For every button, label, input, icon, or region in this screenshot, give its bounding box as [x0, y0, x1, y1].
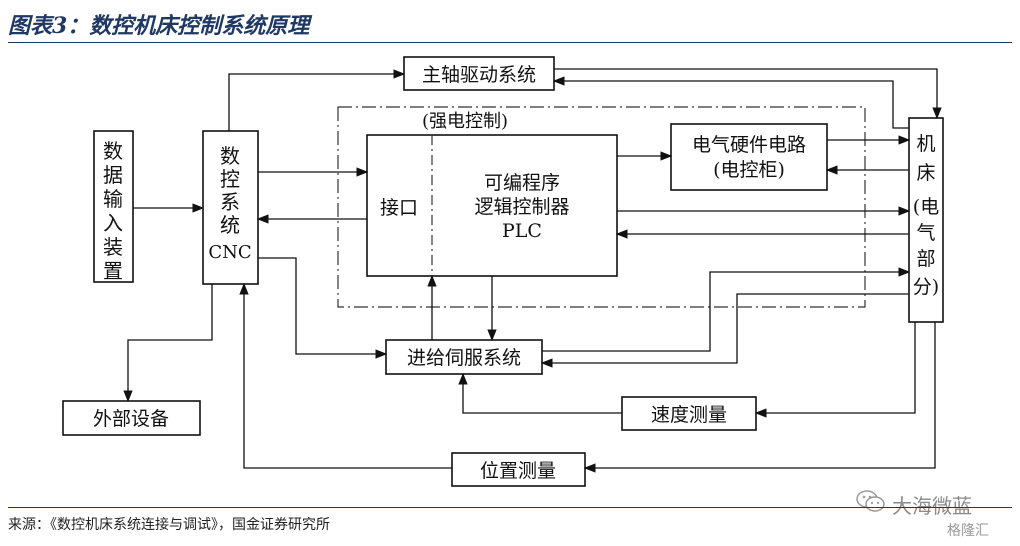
feed-servo-box [385, 339, 543, 375]
cnc-to-servo-arrow [258, 257, 388, 359]
svg-text:床: 床 [916, 162, 935, 184]
source-note: 来源：《数控机床系统连接与调试》，国金证券研究所 [8, 517, 330, 533]
svg-text:部: 部 [916, 248, 935, 270]
svg-text:CNC: CNC [208, 242, 251, 263]
svg-text:数: 数 [103, 139, 123, 163]
cnc-to-spindle-arrow [228, 69, 406, 131]
svg-text:PLC: PLC [502, 220, 542, 242]
svg-text:置: 置 [103, 259, 123, 283]
svg-text:(电控柜): (电控柜) [713, 159, 785, 181]
plc-label: 可编程序 逻辑控制器 PLC [474, 172, 569, 242]
machine-to-servo-arrow [540, 293, 909, 368]
spindle-drive-box [403, 56, 555, 91]
svg-text:分): 分) [913, 276, 939, 298]
watermark-text: 大海微蓝 [892, 494, 972, 518]
svg-text:装: 装 [103, 235, 123, 259]
electrical-cabinet-label: 电气硬件电路 (电控柜) [692, 134, 806, 181]
machine-to-position-arrow [583, 322, 936, 473]
title-divider [8, 42, 1012, 43]
data-input-box [93, 130, 134, 283]
watermark-sub: 格隆汇 [947, 523, 989, 539]
svg-text:输: 输 [103, 187, 123, 211]
svg-text:气: 气 [916, 222, 935, 244]
machine-to-speed-arrow [754, 322, 916, 418]
strong-current-boundary [337, 106, 866, 308]
svg-text:统: 统 [220, 213, 240, 237]
svg-text:(电: (电 [913, 196, 939, 218]
machine-to-spindle-arrow [552, 76, 909, 129]
svg-text:可编程序: 可编程序 [484, 172, 560, 194]
machine-label: 机 床 (电 气 部 分) [913, 133, 939, 298]
wechat-icon [856, 490, 885, 512]
figure-title: 图表3：数控机床控制系统原理 [8, 13, 310, 39]
svg-text:电气硬件电路: 电气硬件电路 [692, 134, 806, 156]
external-device-box [62, 400, 201, 436]
feed-servo-label: 进给伺服系统 [407, 347, 521, 369]
svg-text:机: 机 [916, 133, 935, 155]
svg-text:逻辑控制器: 逻辑控制器 [474, 196, 569, 218]
svg-text:系: 系 [220, 190, 240, 214]
servo-to-machine-arrow [542, 267, 911, 352]
svg-text:据: 据 [103, 163, 123, 187]
electrical-cabinet-box [670, 123, 828, 191]
spindle-to-machine-arrow [554, 68, 942, 120]
speed-measure-label: 速度测量 [651, 404, 727, 426]
spindle-drive-label: 主轴驱动系统 [422, 64, 536, 86]
machine-electrical-box [908, 117, 944, 323]
interface-label: 接口 [380, 197, 418, 219]
cnc-label: 数 控 系 统 CNC [208, 144, 251, 263]
speed-to-servo-arrow [458, 372, 622, 414]
svg-text:数: 数 [220, 144, 240, 168]
strong-current-label: (强电控制) [422, 111, 508, 132]
cnc-to-external-arrow [123, 284, 213, 403]
external-device-label: 外部设备 [93, 408, 169, 430]
source-divider [8, 507, 1012, 508]
svg-text:控: 控 [220, 167, 240, 191]
position-measure-label: 位置测量 [480, 460, 556, 482]
position-to-cnc-arrow [239, 282, 452, 469]
data-input-label: 数 据 输 入 装 置 [103, 139, 123, 283]
svg-text:入: 入 [103, 211, 123, 235]
